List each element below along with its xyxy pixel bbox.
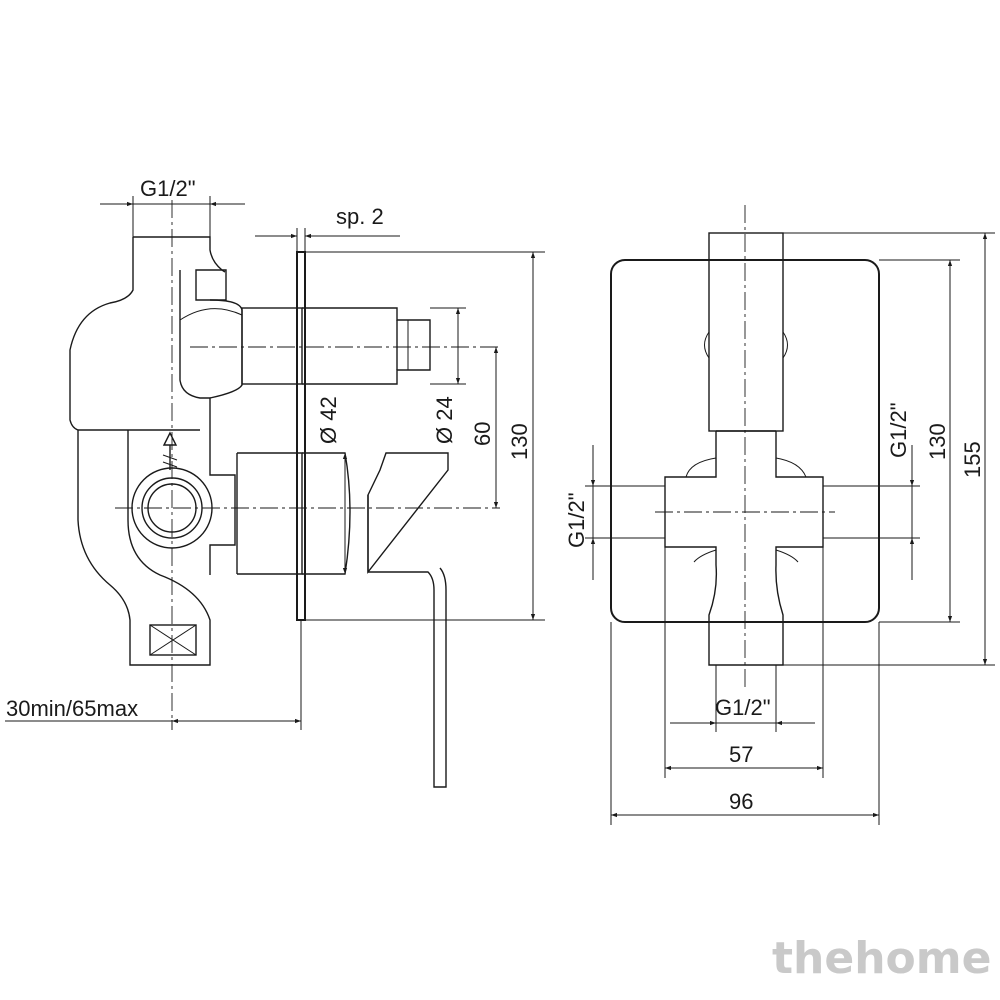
dim-plate-height: 130 <box>305 251 545 621</box>
body-width-label: 57 <box>729 742 753 767</box>
dim-inlet-thread: G1/2" <box>100 176 245 237</box>
thread-right-label: G1/2" <box>886 402 911 458</box>
total-height-label: 155 <box>960 441 985 478</box>
front-view: G1/2" G1/2" 130 155 <box>564 205 995 825</box>
dim-outlet-diameter: Ø 24 <box>430 307 466 444</box>
spindle-body <box>236 452 351 575</box>
lever-handle <box>367 452 449 788</box>
inlet-thread-label: G1/2" <box>140 176 196 201</box>
dim-thread-left: G1/2" <box>564 445 665 580</box>
cover-plate-side <box>296 251 306 621</box>
watermark: thehome <box>772 933 991 984</box>
axis-spacing-label: 60 <box>470 422 495 446</box>
valve-body <box>69 236 243 666</box>
front-body <box>664 232 824 666</box>
dim-plate-thickness: sp. 2 <box>255 204 400 252</box>
plate-thickness-label: sp. 2 <box>336 204 384 229</box>
spindle-diameter-label: Ø 42 <box>316 396 341 444</box>
outlet-diameter-label: Ø 24 <box>432 396 457 444</box>
thread-left-label: G1/2" <box>564 492 589 548</box>
thread-bottom-label: G1/2" <box>715 695 771 720</box>
dim-body-width: 57 <box>664 547 824 778</box>
dim-plate-width: 96 <box>610 622 880 825</box>
outlet-stem <box>241 307 431 385</box>
plate-height-label: 130 <box>507 423 532 460</box>
dim-wall-depth: 30min/65max <box>5 620 302 730</box>
dim-spindle-diameter: Ø 42 <box>316 396 348 574</box>
dim-thread-bottom: G1/2" <box>670 665 815 732</box>
dim-total-height: 155 <box>783 232 995 666</box>
plate-height-front-label: 130 <box>925 423 950 460</box>
dim-axis-spacing: 60 <box>470 347 499 508</box>
dim-plate-height-front: 130 <box>879 259 960 623</box>
plate-width-label: 96 <box>729 789 753 814</box>
dim-thread-right: G1/2" <box>823 402 920 580</box>
side-view: G1/2" sp. 2 Ø 42 Ø 24 <box>5 176 545 788</box>
wall-depth-label: 30min/65max <box>6 696 138 721</box>
